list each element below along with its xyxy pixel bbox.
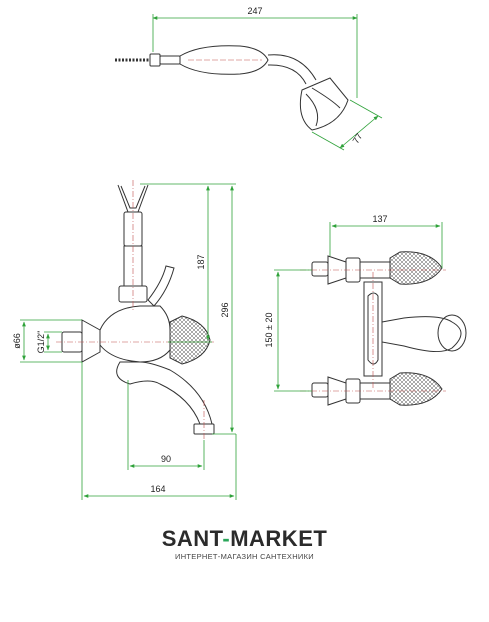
handle (179, 45, 269, 75)
dim-77: 77 (311, 99, 383, 151)
bottom-handle (389, 372, 443, 406)
mixer-body (99, 305, 171, 363)
brand-tagline: ИНТЕРНЕТ-МАГАЗИН САНТЕХНИКИ (175, 552, 314, 561)
hose-nut (149, 53, 161, 67)
brand-name-dash: - (222, 526, 231, 551)
dims-side-view (20, 183, 237, 500)
top-inlet-nut (311, 261, 329, 277)
dim-label-137: 137 (372, 214, 387, 224)
side-handle (169, 315, 211, 365)
dim-label-247: 247 (247, 6, 262, 16)
diverter-lever (147, 265, 175, 307)
dim-label-77: 77 (351, 132, 365, 146)
wall-flange (81, 319, 101, 363)
dim-label-164: 164 (150, 484, 165, 494)
hand-shower (115, 45, 349, 131)
vertical-body (363, 281, 383, 377)
dim-247: 247 (152, 6, 358, 98)
dim-label-187: 187 (196, 254, 206, 269)
dims-front-view (274, 222, 443, 392)
dim-label-thread: G1/2" (36, 331, 46, 354)
shower-head (299, 77, 349, 131)
front-diverter (381, 316, 462, 352)
spout (116, 361, 213, 425)
mixer-front-view (311, 251, 467, 406)
centerlines-front (300, 269, 446, 392)
brand-name-part1: SANT (161, 526, 223, 551)
bottom-inlet-nut (311, 382, 329, 398)
brand-logo: SANT-MARKET (0, 526, 489, 552)
centerlines-side (56, 180, 214, 440)
dim-label-296: 296 (220, 302, 230, 317)
dim-label-diameter: ø66 (12, 333, 22, 349)
top-handle (389, 251, 443, 285)
brand-name-part2: MARKET (230, 526, 328, 551)
dim-label-150: 150 ± 20 (264, 313, 274, 348)
mixer-side-view (61, 184, 215, 435)
dim-label-90: 90 (161, 454, 171, 464)
